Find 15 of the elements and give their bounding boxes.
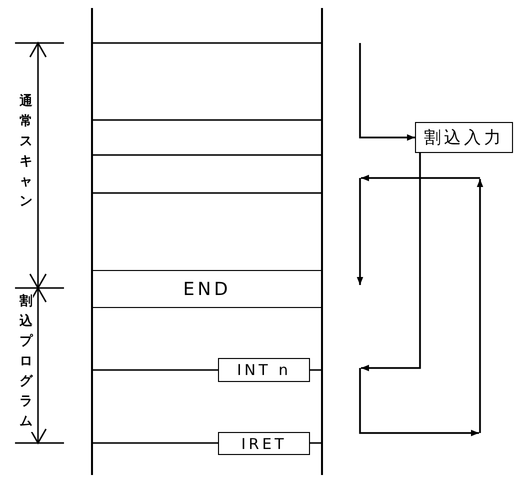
- rung-line: [93, 369, 218, 371]
- arrow: [359, 43, 415, 141]
- rung-line: [93, 119, 321, 121]
- instruction-box: INT n: [218, 358, 310, 382]
- rung-line: [93, 442, 218, 444]
- rung-line: [310, 442, 321, 444]
- vertical-label: 割込プログラム: [19, 292, 33, 432]
- instruction-box: IRET: [218, 432, 310, 455]
- input-box: 割込入力: [415, 122, 513, 153]
- rung-line: [310, 369, 321, 371]
- rung-line: [93, 154, 321, 156]
- instruction-band: END: [93, 270, 321, 308]
- rung-line: [93, 192, 321, 194]
- rung-line: [93, 42, 321, 44]
- arrow: [361, 153, 421, 372]
